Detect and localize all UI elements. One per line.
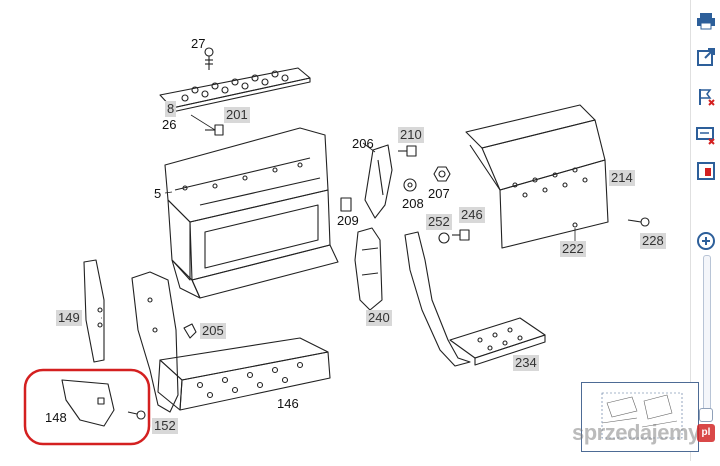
part-208-washer xyxy=(403,178,417,192)
label-146: 146 xyxy=(277,396,299,411)
label-26: 26 xyxy=(162,117,177,132)
label-246: 246 xyxy=(459,207,485,223)
part-252-washer xyxy=(438,232,450,244)
label-148: 148 xyxy=(45,410,67,425)
part-214-step-box xyxy=(465,104,609,249)
part-148-cap xyxy=(61,379,115,427)
label-214: 214 xyxy=(609,170,635,186)
part-146-step-assembly xyxy=(131,271,331,413)
bookmark-icon[interactable] xyxy=(695,160,717,182)
label-208: 208 xyxy=(402,196,424,211)
part-206-bracket xyxy=(364,144,393,219)
label-222: 222 xyxy=(560,241,586,257)
label-209: 209 xyxy=(337,213,359,228)
part-246-bolt xyxy=(452,229,470,241)
part-149-strip xyxy=(83,259,105,363)
label-5: 5 xyxy=(154,186,162,201)
label-228: 228 xyxy=(640,233,666,249)
minimap-drawing xyxy=(601,392,683,439)
zoom-slider-handle[interactable] xyxy=(699,408,713,422)
overview-minimap[interactable] xyxy=(581,382,699,452)
part-209-clip xyxy=(340,197,352,212)
label-205: 205 xyxy=(200,323,226,339)
highlight-circle xyxy=(23,368,151,446)
label-206: 206 xyxy=(352,136,374,151)
external-window-icon[interactable] xyxy=(695,46,717,68)
part-234-step xyxy=(404,231,546,367)
part-240-bracket xyxy=(354,227,383,311)
part-210-bolt xyxy=(398,145,417,157)
label-8: 8 xyxy=(165,101,177,117)
label-152: 152 xyxy=(152,418,178,434)
part-5-battery-box xyxy=(164,127,339,299)
part-201-bolt xyxy=(205,124,224,136)
part-207-nut xyxy=(433,166,451,182)
part-228-bolt xyxy=(627,217,650,227)
parts-diagram: 27 8 26 201 5 206 210 207 208 209 252 24… xyxy=(23,36,666,446)
label-252: 252 xyxy=(426,214,452,230)
label-210: 210 xyxy=(398,127,424,143)
comment-icon[interactable] xyxy=(695,124,717,146)
zoom-in-icon[interactable] xyxy=(695,230,717,252)
part-152-bolt xyxy=(127,410,146,420)
label-234: 234 xyxy=(513,355,539,371)
label-149: 149 xyxy=(56,310,82,326)
label-240: 240 xyxy=(366,310,392,326)
diagram-drawing xyxy=(23,47,650,446)
label-201: 201 xyxy=(224,107,250,123)
part-205-clip xyxy=(183,323,197,339)
part-8-plate xyxy=(159,67,311,113)
leader-lines xyxy=(101,114,576,319)
part-27-screw xyxy=(204,47,214,70)
flag-icon[interactable] xyxy=(695,86,717,108)
watermark-text: sprzedajemy xyxy=(572,420,700,445)
zoom-slider-track[interactable] xyxy=(703,255,711,422)
watermark-badge: pl xyxy=(697,424,715,442)
label-207: 207 xyxy=(428,186,450,201)
label-27: 27 xyxy=(191,36,206,51)
printer-icon[interactable] xyxy=(695,10,717,32)
